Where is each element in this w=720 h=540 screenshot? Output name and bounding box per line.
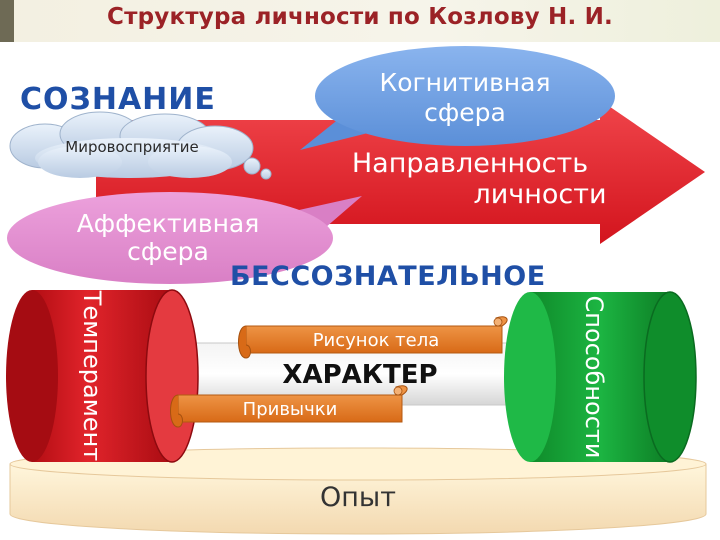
affective-label-line2: сфера: [127, 237, 209, 266]
cognitive-label-line2: сфера: [424, 98, 506, 127]
habits-scroll: Привычки: [170, 385, 408, 428]
orientation-label-line1: Направленность: [352, 148, 588, 179]
body-image-label: Рисунок тела: [313, 330, 440, 351]
header-band: [0, 0, 720, 42]
personality-structure-diagram: Направленность личности СОЗНАНИЕ Мировос…: [6, 46, 707, 535]
temperament-label: Темперамент: [78, 290, 106, 461]
orientation-label-line2: личности: [473, 179, 606, 210]
affective-label-line1: Аффективная: [77, 209, 260, 238]
temperament-cylinder: Темперамент: [6, 289, 199, 463]
header-accent: [0, 0, 14, 42]
body-image-scroll: Рисунок тела: [238, 316, 508, 359]
experience-base: Опыт: [9, 447, 707, 535]
experience-label: Опыт: [320, 482, 396, 513]
character-label: ХАРАКТЕР: [282, 360, 437, 390]
page-title: Структура личности по Козлову Н. И.: [107, 4, 613, 30]
consciousness-heading: СОЗНАНИЕ: [20, 82, 216, 117]
worldview-cloud: Мировосприятие: [9, 111, 272, 180]
affective-sphere-bubble: Аффективная сфера: [7, 192, 362, 284]
abilities-label: Способности: [580, 296, 608, 459]
cognitive-label-line1: Когнитивная: [379, 68, 550, 97]
worldview-label: Мировосприятие: [65, 138, 198, 156]
unconscious-heading: БЕССОЗНАТЕЛЬНОЕ: [230, 261, 546, 292]
cognitive-sphere-bubble: Когнитивная сфера: [300, 46, 615, 150]
abilities-cylinder: Способности: [504, 291, 697, 463]
habits-label: Привычки: [243, 399, 338, 420]
